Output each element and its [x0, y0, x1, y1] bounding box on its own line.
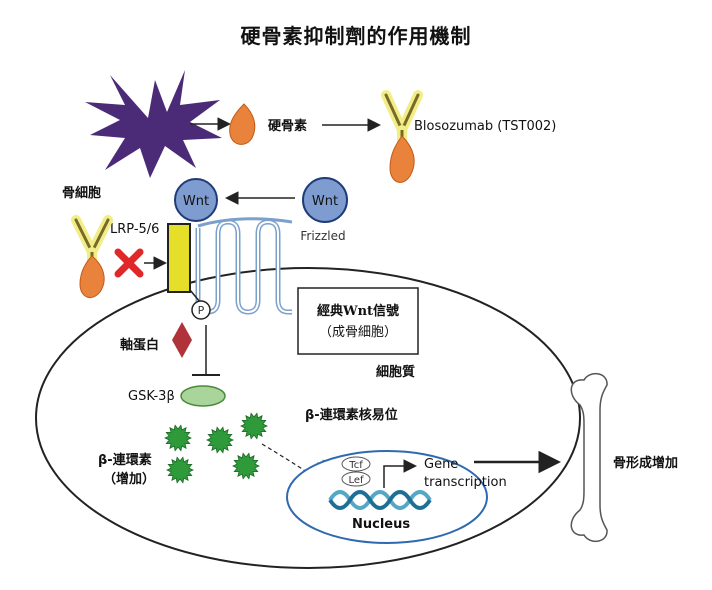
wnt-free-label: Wnt: [312, 194, 338, 209]
cytoplasm-label: 細胞質: [376, 364, 415, 380]
gene-label-2: transcription: [424, 475, 507, 490]
page-title: 硬骨素抑制劑的作用機制: [240, 24, 472, 48]
phospho-icon: [191, 300, 211, 320]
antibody-label: Blosozumab (TST002): [414, 119, 556, 134]
bone-icon: [570, 373, 608, 542]
lrp-label: LRP-5/6: [110, 222, 159, 237]
frizzled-label: Frizzled: [300, 229, 345, 243]
frizzled-tail: [197, 217, 293, 228]
pathway-box: [297, 287, 419, 355]
arrow-gene: [383, 459, 417, 488]
pathway-box-line1: 經典Wnt信號: [317, 303, 399, 319]
beta-catenin-icon: [240, 412, 268, 440]
sclerostin-icon: [229, 103, 256, 145]
tcf-icon: [341, 456, 371, 472]
pathway-box-line2: （成骨細胞）: [319, 325, 397, 340]
tcf-label: Tcf: [348, 460, 363, 471]
sclerostin-label: 硬骨素: [268, 118, 307, 134]
phospho-label: P: [198, 304, 205, 317]
beta-catenin-label-2: （增加）: [103, 471, 155, 487]
beta-catenin-label-1: β-連環素: [98, 452, 152, 468]
axin-icon: [172, 322, 192, 358]
axin-label: 軸蛋白: [120, 337, 159, 353]
dna-icon: [328, 490, 432, 510]
osteocyte-label: 骨細胞: [62, 185, 101, 201]
translocation-label: β-連環素核易位: [305, 407, 398, 423]
frizzled-receptor-highlight: [197, 220, 292, 314]
blocked-x-icon: [114, 248, 144, 278]
lef-label: Lef: [348, 475, 364, 486]
beta-catenin-icon: [166, 456, 194, 484]
antibody-bound-icon: [381, 90, 423, 183]
wnt-free-icon: [302, 177, 348, 223]
wnt-bound-icon: [174, 178, 218, 222]
gsk-icon: [180, 385, 226, 407]
beta-catenin-icon: [206, 426, 234, 454]
lrp-link: [189, 289, 201, 303]
lef-icon: [341, 471, 371, 487]
bone-formation-label: 骨形成增加: [613, 455, 678, 471]
wnt-bound-label: Wnt: [183, 194, 209, 209]
gene-label-1: Gene: [424, 457, 458, 472]
antibody-left-icon: [71, 215, 113, 299]
lrp-receptor-icon: [167, 223, 191, 293]
nucleus-label: Nucleus: [352, 517, 410, 532]
beta-catenin-icon: [164, 424, 192, 452]
beta-catenin-icon: [232, 452, 260, 480]
gsk-label: GSK-3β: [128, 389, 175, 404]
osteocyte-icon: [85, 70, 222, 178]
